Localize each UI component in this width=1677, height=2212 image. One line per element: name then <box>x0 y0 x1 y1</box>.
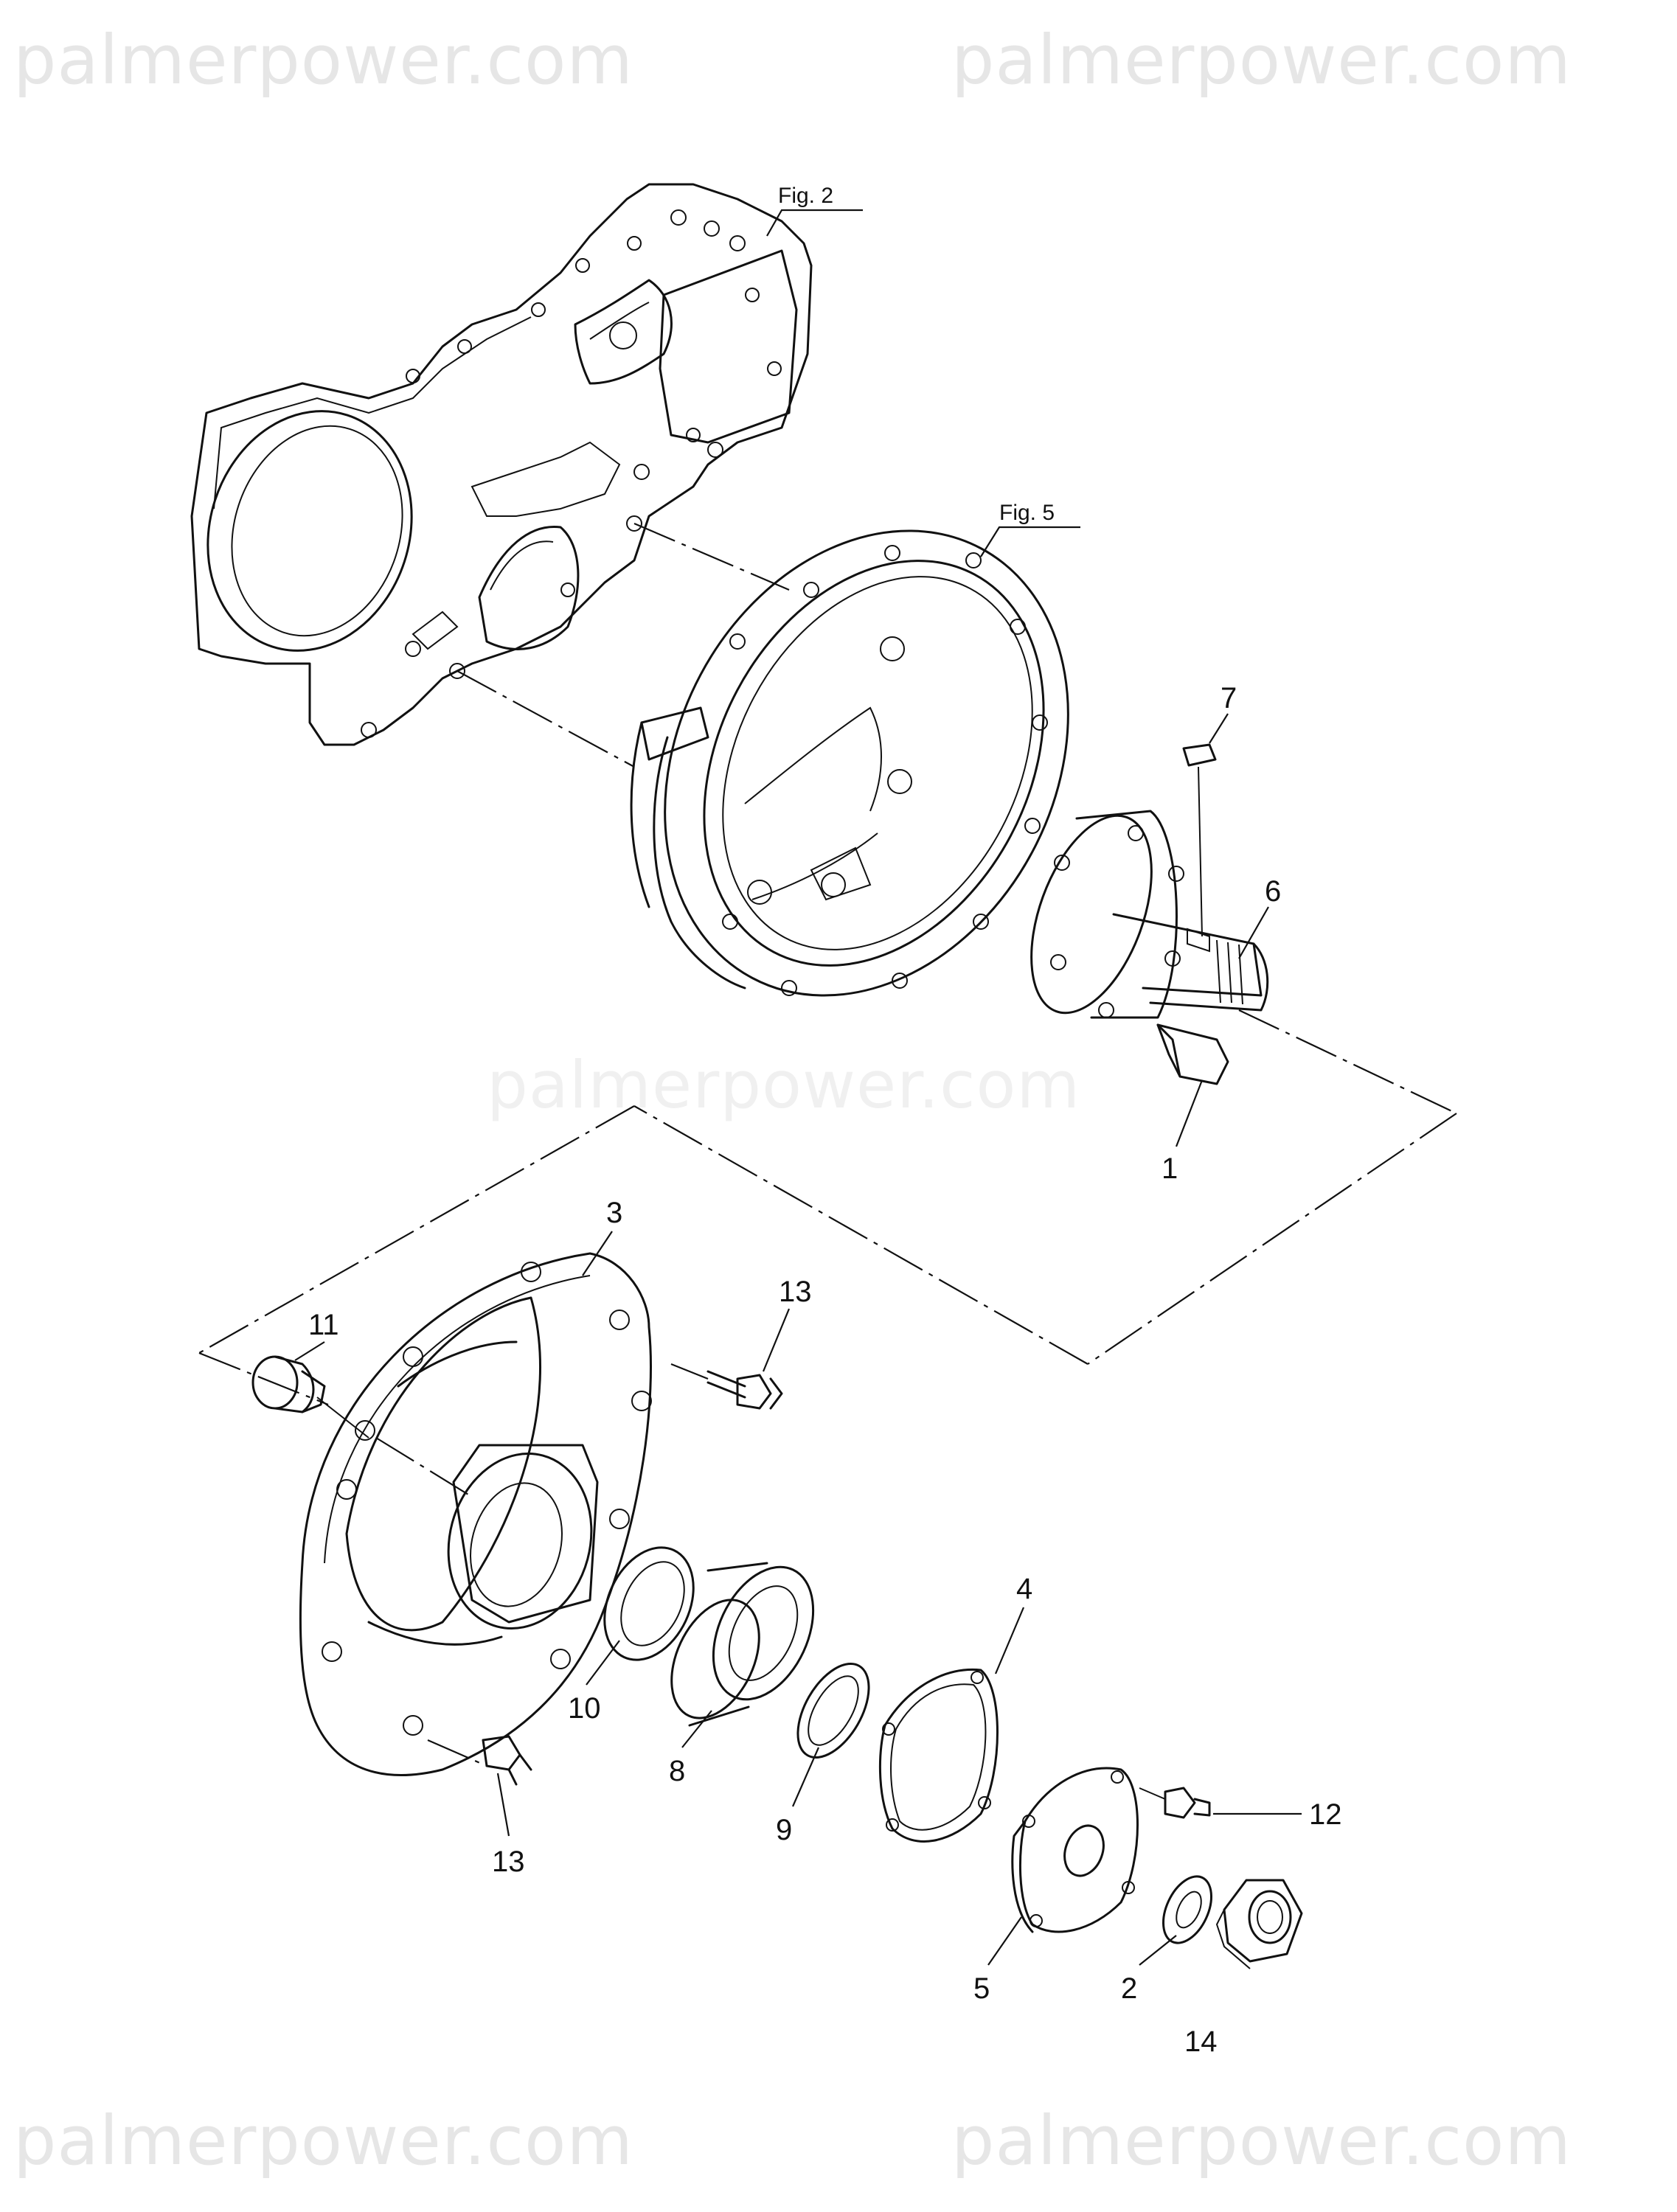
callout-3: 3 <box>606 1197 622 1229</box>
callout-8: 8 <box>669 1755 685 1787</box>
callout-9: 9 <box>776 1814 792 1846</box>
callout-10: 10 <box>568 1692 601 1725</box>
shaft-hub-assembly <box>1030 743 1269 1085</box>
gasket <box>878 1668 999 1843</box>
fig-5-reference: Fig. 5 <box>999 501 1055 525</box>
oil-seal <box>603 1546 695 1661</box>
bearing-cover <box>1011 1767 1139 1933</box>
callout-2: 2 <box>1121 1972 1137 2005</box>
plug <box>251 1355 369 1439</box>
callout-6: 6 <box>1265 875 1281 908</box>
gear-case-housing <box>190 183 813 746</box>
callout-14: 14 <box>1184 2025 1218 2058</box>
watermark-bottom-right: palmerpower.com <box>951 2101 1572 2180</box>
ball-bearing <box>670 1562 815 1727</box>
bolt-upper <box>706 1370 783 1410</box>
callout-1: 1 <box>1162 1152 1178 1185</box>
assembly-centerlines <box>198 522 1457 1767</box>
callout-7: 7 <box>1221 682 1237 714</box>
leader-lines <box>294 209 1302 1966</box>
cover-bolt <box>1139 1787 1211 1819</box>
hex-nut <box>1215 1879 1303 1969</box>
callout-12: 12 <box>1309 1798 1342 1831</box>
callout-5: 5 <box>973 1972 990 2005</box>
callout-13-lower: 13 <box>492 1846 525 1878</box>
callout-4: 4 <box>1016 1573 1032 1605</box>
watermark-center: palmerpower.com <box>487 1047 1081 1123</box>
cover-plate <box>299 1252 652 1776</box>
washer <box>796 1662 870 1759</box>
callout-11: 11 <box>308 1309 339 1341</box>
lock-washer <box>1162 1875 1212 1944</box>
watermark-top-right: palmerpower.com <box>951 21 1572 100</box>
watermark-bottom-left: palmerpower.com <box>13 2101 634 2180</box>
watermark-top-left: palmerpower.com <box>13 21 634 100</box>
fig-2-reference: Fig. 2 <box>778 184 833 208</box>
bolt-lower <box>482 1735 532 1786</box>
flywheel-housing <box>630 529 1069 997</box>
callout-13-upper: 13 <box>779 1276 812 1308</box>
